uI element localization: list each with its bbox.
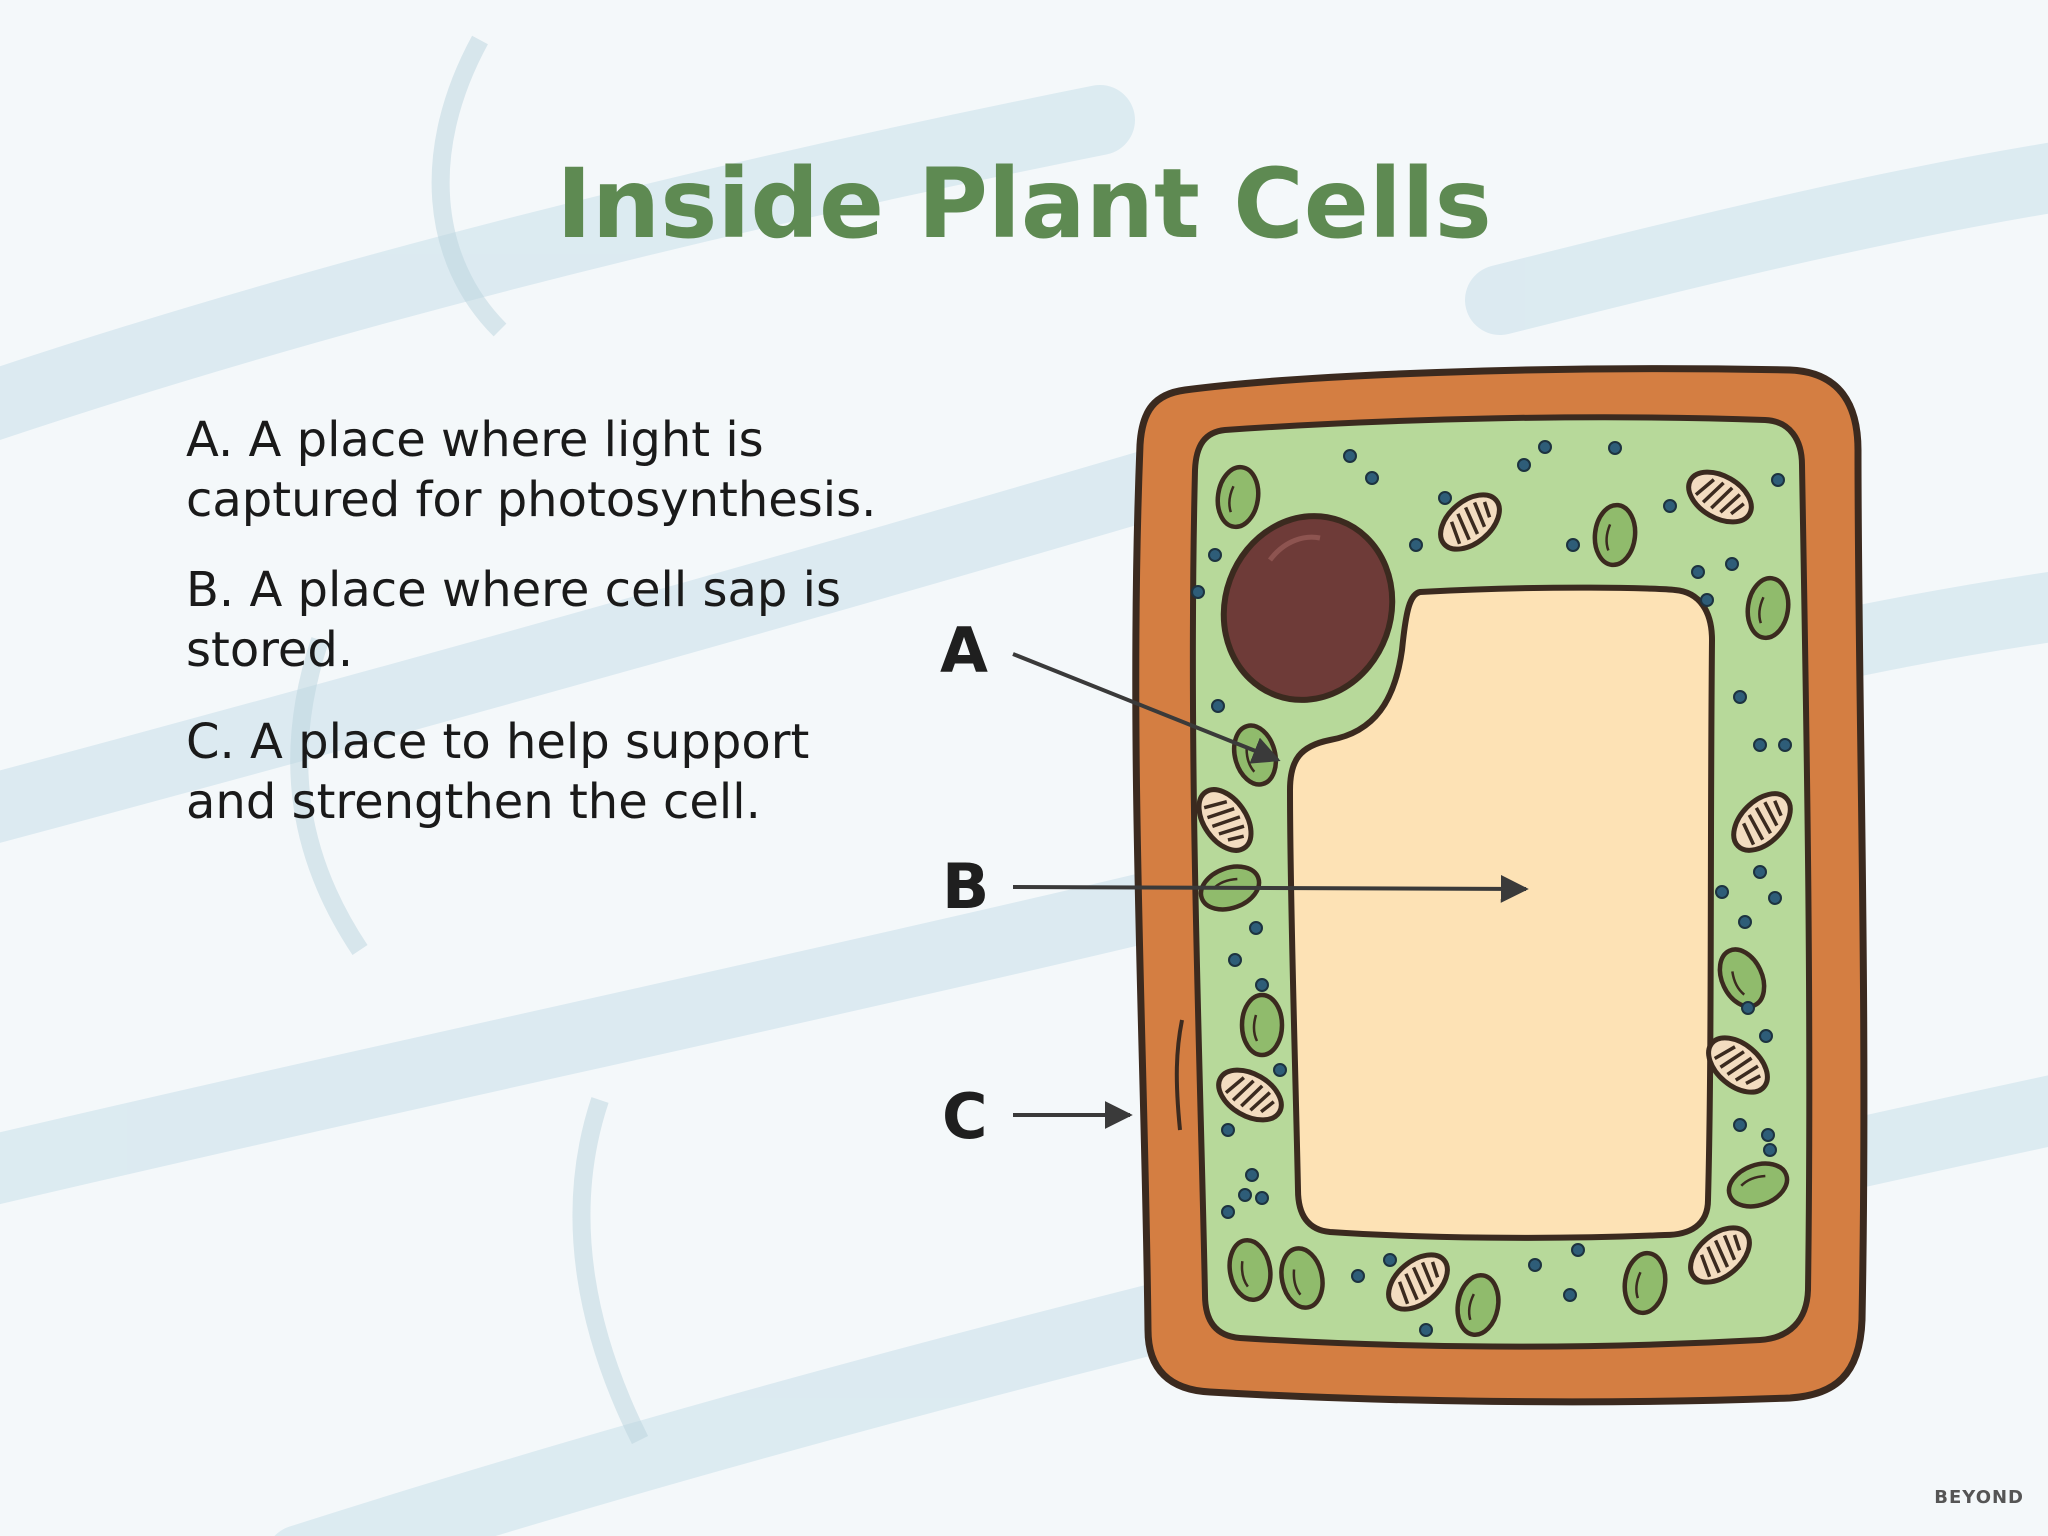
nucleus (1220, 513, 1396, 703)
description-b: B. A place where cell sap is stored. (186, 562, 841, 678)
description-c: C. A place to help support and strengthe… (186, 714, 810, 830)
brand-logo: BEYOND (1934, 1487, 2024, 1508)
label-c: C (942, 1080, 988, 1153)
label-a: A (940, 614, 988, 687)
vacuole (1286, 584, 1716, 1241)
pointer-a (1012, 652, 1281, 764)
page-title: Inside Plant Cells (556, 148, 1492, 260)
label-b: B (942, 850, 990, 923)
ribosomes (1191, 440, 1792, 1337)
description-a: A. A place where light is captured for p… (186, 412, 877, 528)
pointer-b (1012, 874, 1529, 903)
